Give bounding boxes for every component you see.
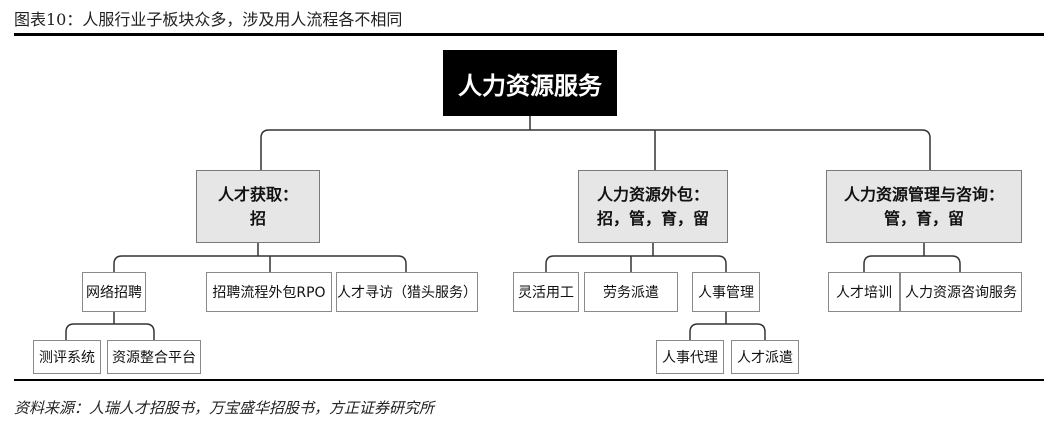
connector-cat3 — [863, 243, 961, 272]
source-note: 资料来源：人瑞人才招股书，万宝盛华招股书，方正证券研究所 — [14, 399, 435, 417]
leaf-assessment-system: 测评系统 — [33, 340, 101, 374]
root-node: 人力资源服务 — [443, 50, 617, 116]
category-label: 人力资源管理与咨询： — [843, 185, 1004, 205]
category-label: 人力资源外包： — [596, 185, 709, 205]
connector-hrmgmt — [689, 312, 766, 340]
leaf-flexible-employment: 灵活用工 — [513, 272, 579, 312]
leaf-labor-dispatch: 劳务派遣 — [584, 272, 678, 312]
leaf-rpo: 招聘流程外包RPO — [206, 272, 332, 312]
category-sublabel: 招 — [249, 208, 266, 228]
leaf-network-recruitment: 网络招聘 — [82, 272, 146, 312]
top-rule — [14, 33, 1044, 36]
leaf-headhunting: 人才寻访（猎头服务） — [336, 272, 478, 312]
connector-cat2 — [545, 243, 727, 272]
leaf-talent-training: 人才培训 — [828, 272, 900, 312]
category-hr-outsourcing: 人力资源外包： 招，管，育，留 — [578, 170, 728, 243]
category-sublabel: 管，育，留 — [883, 208, 964, 228]
bottom-rule — [14, 379, 1044, 381]
category-label: 人才获取： — [217, 185, 298, 205]
connector-network — [65, 312, 155, 340]
leaf-resource-platform: 资源整合平台 — [107, 340, 201, 374]
leaf-hr-agency: 人事代理 — [656, 340, 724, 374]
leaf-talent-dispatch: 人才派遣 — [731, 340, 799, 374]
category-talent-acquisition: 人才获取： 招 — [196, 170, 320, 243]
leaf-hr-consulting: 人力资源咨询服务 — [900, 272, 1022, 312]
leaf-hr-management: 人事管理 — [692, 272, 760, 312]
connector-root — [260, 116, 931, 170]
category-hr-management-consulting: 人力资源管理与咨询： 管，育，留 — [826, 170, 1022, 243]
figure-title: 图表10：人服行业子板块众多，涉及用人流程各不相同 — [14, 10, 403, 29]
connector-cat1 — [113, 243, 407, 272]
category-sublabel: 招，管，育，留 — [596, 208, 709, 228]
